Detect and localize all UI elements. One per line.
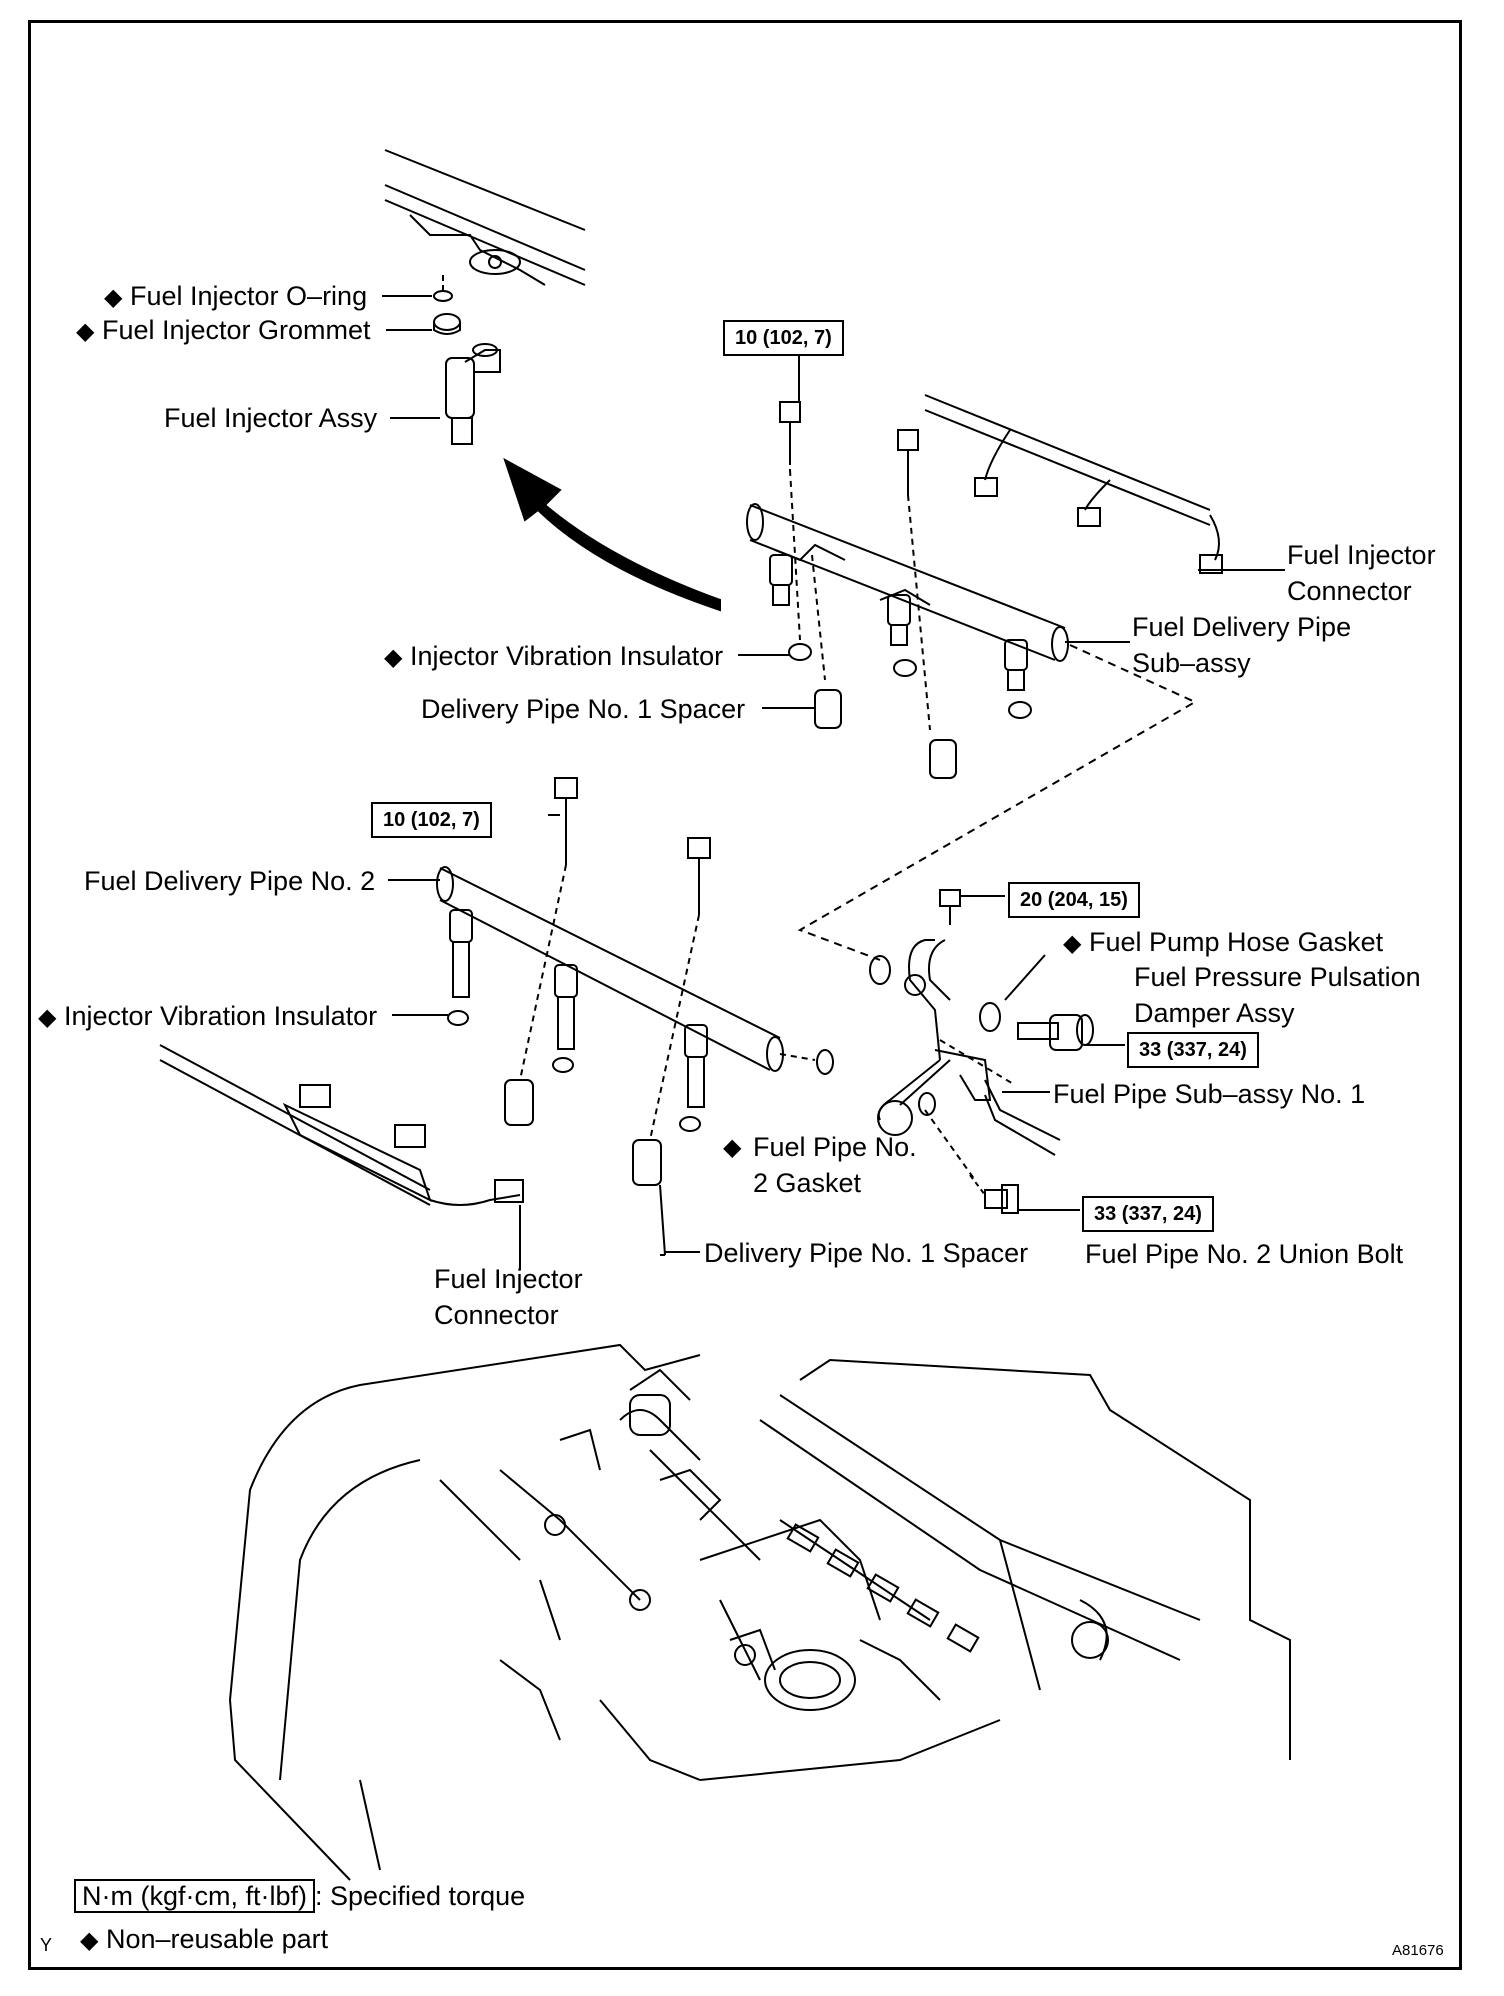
fuel-pipe-assembly	[869, 889, 1094, 1214]
pipe-no2-gasket-label: Fuel Pipe No. 2 Gasket	[753, 1132, 917, 1198]
spacer-bottom-label: Delivery Pipe No. 1 Spacer	[704, 1238, 1029, 1268]
grommet-label: ◆ Fuel Injector Grommet	[76, 315, 371, 345]
injector-assy-label: Fuel Injector Assy	[164, 403, 378, 433]
top-injector-parts	[433, 275, 501, 445]
injector-connector-bottom-label: Fuel Injector Connector	[434, 1264, 583, 1330]
legend-torque-unit: N·m (kgf·cm, ft·lbf)	[74, 1879, 315, 1913]
torque-box-pipe-no2-bolt: 10 (102, 7)	[371, 802, 492, 838]
leader-lines	[382, 295, 1285, 1256]
figure-code: A81676	[1392, 1942, 1444, 1959]
damper-label: Fuel Pressure Pulsation Damper Assy	[1134, 962, 1421, 1028]
torque-box-damper: 33 (337, 24)	[1127, 1032, 1259, 1068]
intake-manifold-fragment	[384, 149, 586, 286]
delivery-pipe-no2-label: Fuel Delivery Pipe No. 2	[84, 866, 376, 896]
lower-delivery-pipe	[159, 777, 834, 1270]
vib-insulator-top-label: ◆ Injector Vibration Insulator	[384, 641, 724, 671]
delivery-pipe-sub-label: Fuel Delivery Pipe Sub–assy	[1132, 612, 1352, 678]
torque-box-union-bolt: 33 (337, 24)	[1082, 1196, 1214, 1232]
injector-icon	[445, 357, 475, 419]
legend-nonreusable: ◆ Non–reusable part	[80, 1924, 329, 1954]
legend-torque-text: : Specified torque	[314, 1881, 526, 1911]
spacer-top-label: Delivery Pipe No. 1 Spacer	[421, 694, 746, 724]
grommet-icon	[433, 313, 461, 331]
legend-torque: N·m (kgf·cm, ft·lbf): Specified torque	[74, 1879, 525, 1913]
diamond-icon: ◆	[80, 1927, 99, 1954]
injector-connector-top-label: Fuel Injector Connector	[1287, 540, 1436, 606]
pump-hose-gasket-label: ◆ Fuel Pump Hose Gasket	[1063, 927, 1384, 957]
corner-letter: Y	[40, 1935, 53, 1955]
o-ring-label: ◆ Fuel Injector O–ring	[104, 281, 368, 311]
union-bolt-label: Fuel Pipe No. 2 Union Bolt	[1085, 1239, 1404, 1269]
torque-box-top-bolt: 10 (102, 7)	[723, 320, 844, 356]
vib-insulator-left-label: ◆ Injector Vibration Insulator	[38, 1001, 378, 1031]
pipe-no2-gasket-symbol: ◆	[723, 1134, 742, 1161]
torque-box-fuel-pipe-bolt: 20 (204, 15)	[1008, 882, 1140, 918]
o-ring-icon	[433, 290, 453, 302]
transfer-arrow-icon	[503, 457, 721, 612]
top-delivery-pipe	[746, 394, 1223, 779]
engine-outline	[229, 1343, 1291, 1881]
pipe-sub-no1-label: Fuel Pipe Sub–assy No. 1	[1053, 1079, 1366, 1109]
